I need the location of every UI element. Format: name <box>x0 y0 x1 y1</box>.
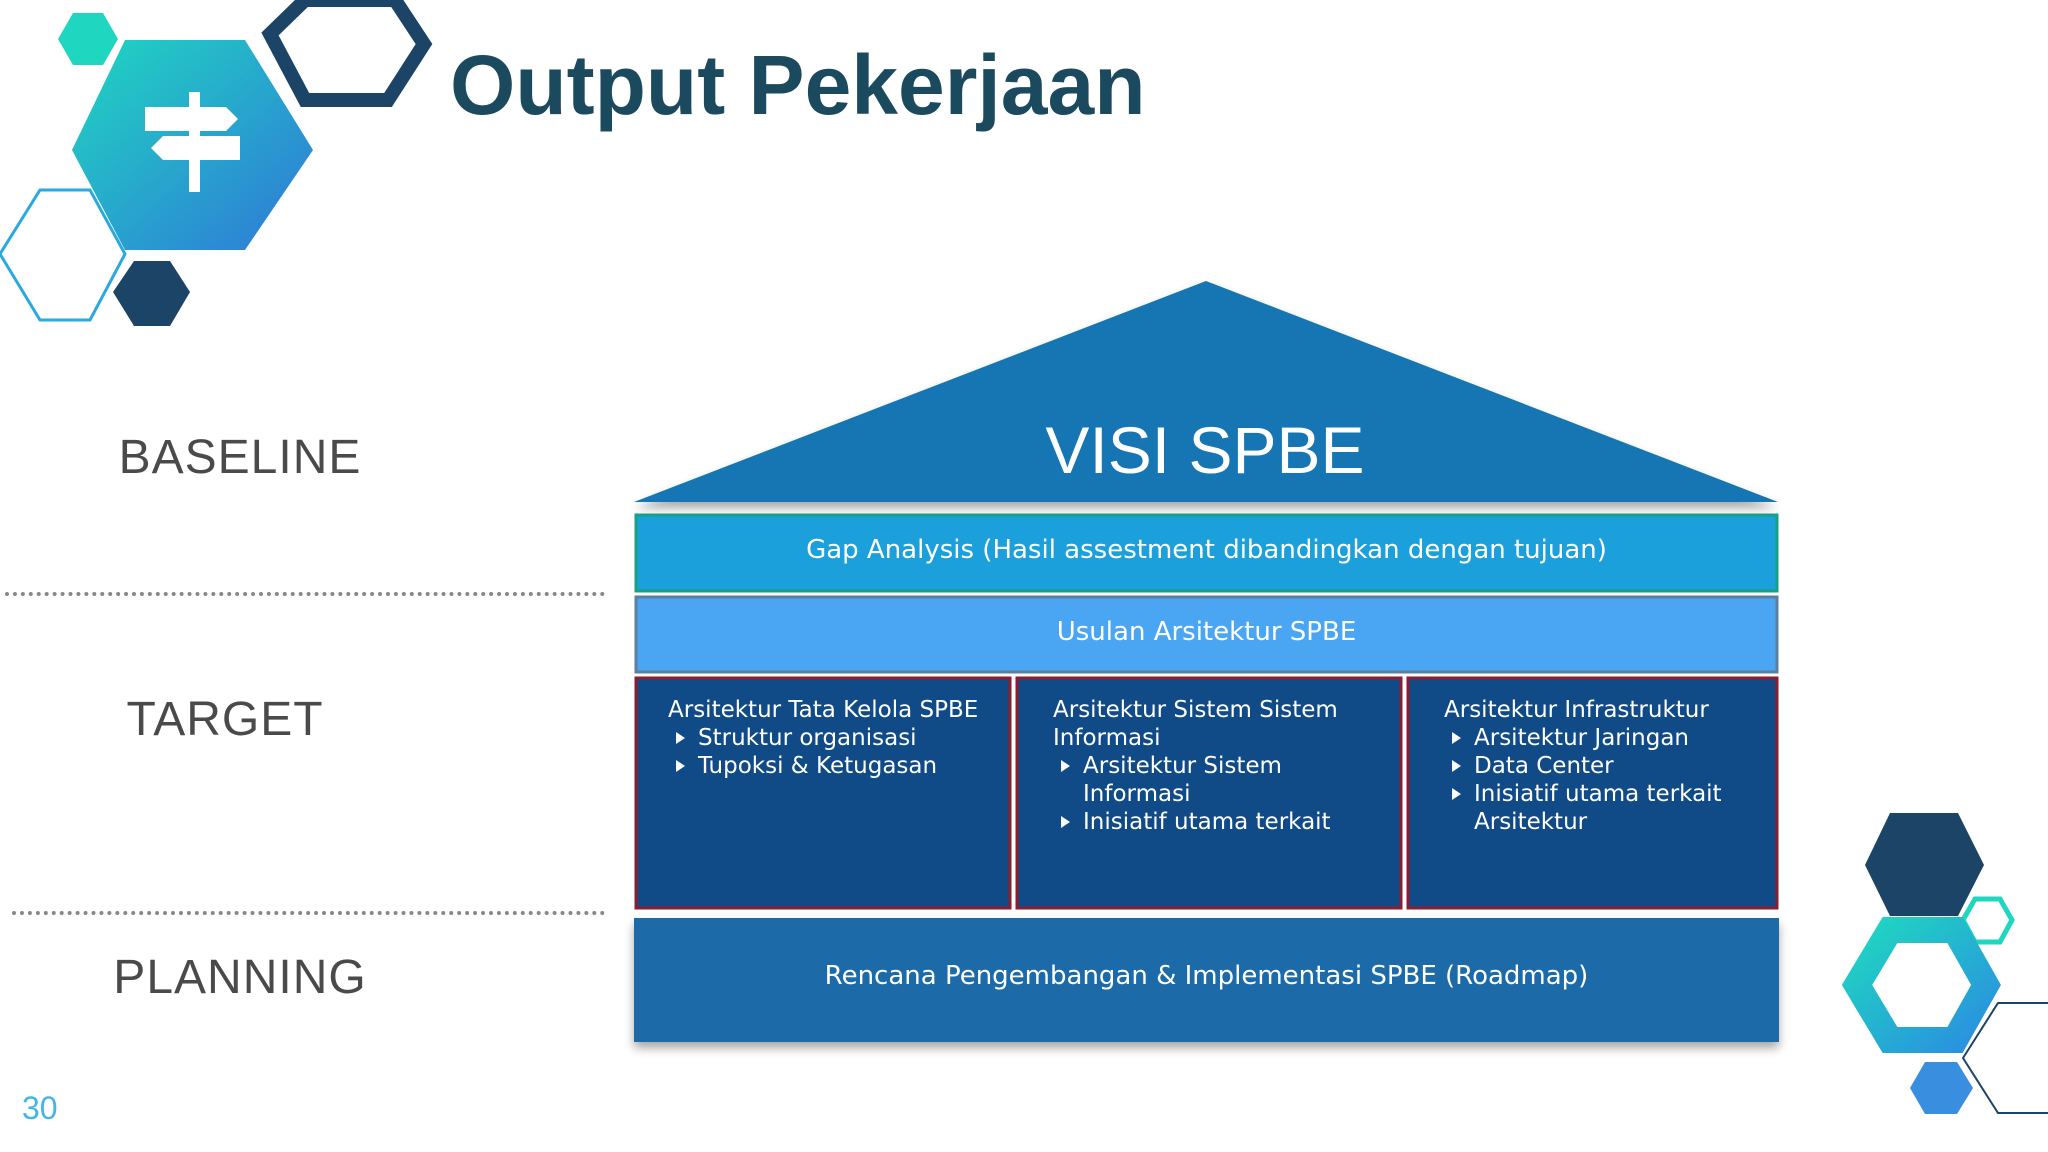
triangle-right-icon <box>676 760 685 772</box>
list-item: Inisiatif utama terkait Arsitektur <box>1444 780 1762 836</box>
list-item: Data Center <box>1444 752 1762 780</box>
column-governance-text: Arsitektur Tata Kelola SPBE Struktur org… <box>668 696 986 780</box>
list-item-label: Inisiatif utama terkait Arsitektur <box>1474 781 1722 835</box>
list-item: Arsitektur Sistem Informasi <box>1053 752 1371 808</box>
roof-vision <box>634 281 1778 502</box>
proposal-label: Usulan Arsitektur SPBE <box>1056 617 1357 647</box>
column-items: Arsitektur Sistem Informasi Inisiatif ut… <box>1053 752 1371 836</box>
proposal-band <box>634 595 1779 674</box>
phase-label-planning: PLANNING <box>113 951 367 1004</box>
phase-label-target: TARGET <box>126 693 324 746</box>
list-item-label: Inisiatif utama terkait <box>1083 809 1331 835</box>
column-title: Arsitektur Tata Kelola SPBE <box>668 697 979 723</box>
phase-label-baseline: BASELINE <box>118 431 362 484</box>
page-number: 30 <box>22 1090 58 1126</box>
column-title: Arsitektur Sistem Sistem Informasi <box>1053 697 1338 751</box>
list-item-label: Tupoksi & Ketugasan <box>698 753 938 779</box>
column-governance <box>634 676 1012 910</box>
column-infrastructure-text: Arsitektur Infrastruktur Arsitektur Jari… <box>1444 696 1762 836</box>
list-item-label: Arsitektur Sistem Informasi <box>1083 753 1282 807</box>
column-information-systems <box>1015 676 1403 910</box>
triangle-right-icon <box>1452 732 1461 744</box>
list-item: Arsitektur Jaringan <box>1444 724 1762 752</box>
triangle-right-icon <box>1061 760 1070 772</box>
column-items: Struktur organisasi Tupoksi & Ketugasan <box>668 724 986 780</box>
triangle-right-icon <box>1452 788 1461 800</box>
gap-analysis-label: Gap Analysis (Hasil assestment dibanding… <box>806 535 1607 565</box>
column-title: Arsitektur Infrastruktur <box>1444 697 1709 723</box>
gap-analysis-band <box>634 513 1779 593</box>
foundation-roadmap <box>634 918 1779 1042</box>
column-items: Arsitektur Jaringan Data Center Inisiati… <box>1444 724 1762 836</box>
triangle-right-icon <box>1452 760 1461 772</box>
triangle-right-icon <box>1061 816 1070 828</box>
slide-title: Output Pekerjaan <box>450 38 1146 132</box>
list-item-label: Data Center <box>1474 753 1614 779</box>
phase-divider <box>5 592 605 596</box>
list-item: Tupoksi & Ketugasan <box>668 752 986 780</box>
column-information-systems-text: Arsitektur Sistem Sistem Informasi Arsit… <box>1053 696 1371 836</box>
foundation-label: Rencana Pengembangan & Implementasi SPBE… <box>824 961 1589 991</box>
list-item-label: Struktur organisasi <box>698 725 917 751</box>
list-item: Struktur organisasi <box>668 724 986 752</box>
list-item-label: Arsitektur Jaringan <box>1474 725 1689 751</box>
column-infrastructure <box>1406 676 1779 910</box>
triangle-right-icon <box>676 732 685 744</box>
phase-divider <box>12 911 605 915</box>
vision-title: VISI SPBE <box>1045 413 1365 487</box>
list-item: Inisiatif utama terkait <box>1053 808 1371 836</box>
